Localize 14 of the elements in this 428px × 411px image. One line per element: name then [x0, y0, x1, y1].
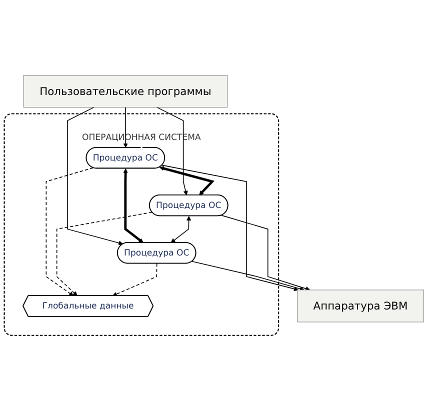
arrow	[46, 168, 94, 296]
node-box: Аппаратура ЭВМ	[297, 290, 424, 322]
arrow	[192, 261, 304, 292]
arrow	[123, 107, 128, 148]
arrow	[159, 166, 215, 196]
arrow	[162, 164, 299, 292]
arrow	[123, 168, 144, 244]
arrow	[156, 107, 188, 196]
arrow	[67, 107, 124, 246]
arrow	[170, 216, 192, 244]
node-box: Пользовательские программы	[23, 75, 228, 108]
arrow	[56, 212, 152, 296]
arrow	[220, 215, 310, 292]
arrow	[112, 263, 158, 296]
